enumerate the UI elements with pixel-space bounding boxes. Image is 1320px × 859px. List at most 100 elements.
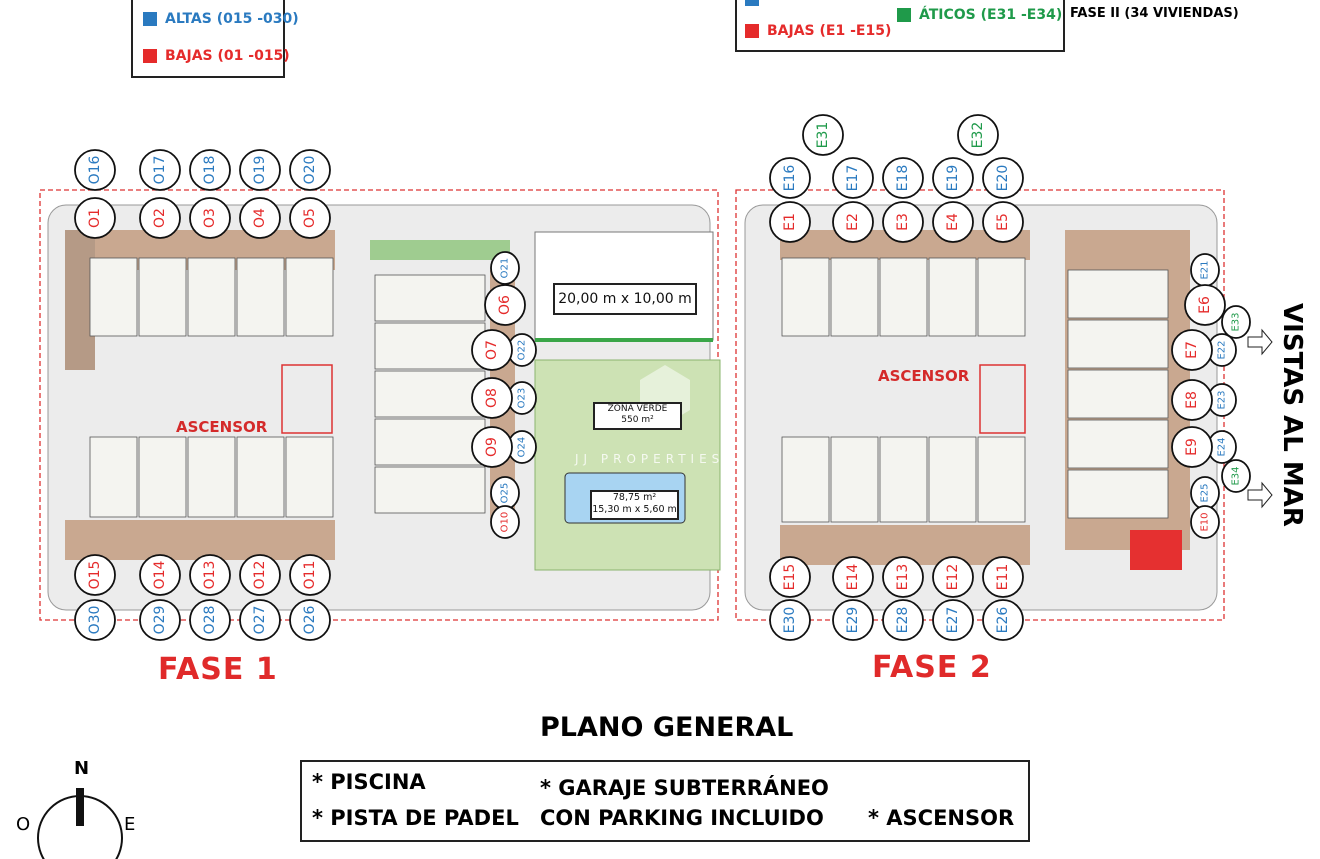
feature-garage: * GARAJE SUBTERRÁNEO: [540, 776, 829, 800]
unit-label: O24: [517, 437, 528, 458]
unit-marker-o8: O8: [471, 377, 513, 419]
unit-label: O17: [152, 156, 168, 185]
unit-label: E28: [895, 607, 911, 634]
unit-label: O12: [252, 561, 268, 590]
unit-label: O3: [202, 208, 218, 228]
unit-label: E10: [1200, 512, 1211, 531]
unit-label: E14: [845, 564, 861, 591]
unit-label: E32: [970, 122, 986, 149]
unit-marker-o19: O19: [239, 149, 281, 191]
legend-fase-2: ÁTICOS (E31 -E34) BAJAS (E1 -E15): [735, 0, 1065, 52]
unit-label: E20: [995, 165, 1011, 192]
unit-marker-e13: E13: [882, 556, 924, 598]
unit-label: E19: [945, 165, 961, 192]
unit-label: E18: [895, 165, 911, 192]
green-zone-label: ZONA VERDE 550 m²: [593, 402, 682, 430]
apartment-unit: [138, 436, 187, 518]
unit-label: E22: [1217, 340, 1228, 359]
unit-label: O16: [87, 155, 103, 184]
unit-marker-e6: E6: [1184, 284, 1226, 326]
unit-label: E34: [1231, 466, 1242, 485]
apartment-unit: [187, 436, 236, 518]
red-swatch: [745, 24, 759, 38]
apartment-unit: [374, 466, 486, 514]
apartment-unit: [187, 257, 236, 337]
unit-marker-e21: E21: [1190, 253, 1220, 287]
apartment-unit: [374, 418, 486, 466]
legend-bajas-label: BAJAS (01 -015): [165, 48, 290, 64]
unit-marker-e9: E9: [1171, 426, 1213, 468]
apartment-unit: [285, 436, 334, 518]
pool-area: 78,75 m²: [612, 492, 657, 503]
unit-marker-e3: E3: [882, 201, 924, 243]
unit-marker-o5: O5: [289, 197, 331, 239]
apartment-unit: [928, 257, 977, 337]
watermark-text: JJ PROPERTIES: [575, 452, 725, 466]
apartment-unit: [285, 257, 334, 337]
unit-marker-o30: O30: [74, 599, 116, 641]
unit-marker-e1: E1: [769, 201, 811, 243]
unit-label: E8: [1184, 391, 1200, 409]
unit-marker-o20: O20: [289, 149, 331, 191]
unit-label: E15: [782, 564, 798, 591]
unit-marker-e34: E34: [1221, 459, 1251, 493]
unit-marker-e25: E25: [1190, 476, 1220, 510]
legend-aticos: ÁTICOS (E31 -E34): [897, 7, 1062, 23]
unit-label: E6: [1197, 296, 1213, 314]
unit-label: O30: [87, 606, 103, 635]
pool-size: 15,30 m x 5,60 m: [592, 504, 677, 515]
unit-label: O9: [484, 437, 500, 457]
unit-label: E27: [945, 607, 961, 634]
elevator-label-fase-1: ASCENSOR: [176, 418, 268, 436]
unit-label: E30: [782, 607, 798, 634]
unit-label: E11: [995, 564, 1011, 591]
unit-marker-o26: O26: [289, 599, 331, 641]
fase-1-label: FASE 1: [158, 652, 278, 687]
unit-marker-o29: O29: [139, 599, 181, 641]
unit-label: E9: [1184, 438, 1200, 456]
sea-views-text: VISTAS AL MAR: [1277, 303, 1307, 527]
unit-label: E23: [1217, 390, 1228, 409]
unit-label: O28: [202, 606, 218, 635]
unit-marker-e7: E7: [1171, 329, 1213, 371]
unit-marker-o4: O4: [239, 197, 281, 239]
red-swatch: [143, 49, 157, 63]
unit-marker-e18: E18: [882, 157, 924, 199]
unit-label: E5: [995, 213, 1011, 231]
unit-label: O26: [302, 605, 318, 634]
unit-marker-o2: O2: [139, 197, 181, 239]
compass-west: O: [16, 814, 31, 835]
unit-marker-o15: O15: [74, 554, 116, 596]
unit-marker-e15: E15: [769, 556, 811, 598]
unit-marker-o14: O14: [139, 554, 181, 596]
technical-room: [1130, 530, 1182, 570]
unit-marker-o28: O28: [189, 599, 231, 641]
unit-marker-o16: O16: [74, 149, 116, 191]
unit-label: O11: [302, 561, 318, 590]
unit-label: E16: [782, 165, 798, 192]
unit-marker-o10: O10: [490, 505, 520, 539]
fase-2-title: FASE II (34 VIVIENDAS): [1070, 6, 1239, 21]
unit-marker-e2: E2: [832, 201, 874, 243]
apartment-unit: [374, 322, 486, 370]
unit-marker-e12: E12: [932, 556, 974, 598]
unit-label: E29: [845, 607, 861, 634]
unit-marker-o17: O17: [139, 149, 181, 191]
sea-views-label: VISTAS AL MAR: [1272, 300, 1312, 530]
hedge: [370, 240, 510, 260]
unit-marker-o21: O21: [490, 251, 520, 285]
legend-aticos-label: ÁTICOS (E31 -E34): [919, 7, 1063, 23]
unit-marker-e30: E30: [769, 599, 811, 641]
unit-marker-o1: O1: [74, 197, 116, 239]
apartment-unit: [977, 436, 1026, 523]
unit-label: E13: [895, 564, 911, 591]
unit-marker-e17: E17: [832, 157, 874, 199]
unit-label: O1: [87, 208, 103, 228]
unit-label: O5: [302, 208, 318, 228]
apartment-unit: [879, 436, 928, 523]
unit-marker-o6: O6: [484, 284, 526, 326]
fase-2-label: FASE 2: [872, 650, 992, 685]
unit-marker-o12: O12: [239, 554, 281, 596]
fase-2-boundary: [735, 189, 1225, 621]
unit-marker-e27: E27: [932, 599, 974, 641]
